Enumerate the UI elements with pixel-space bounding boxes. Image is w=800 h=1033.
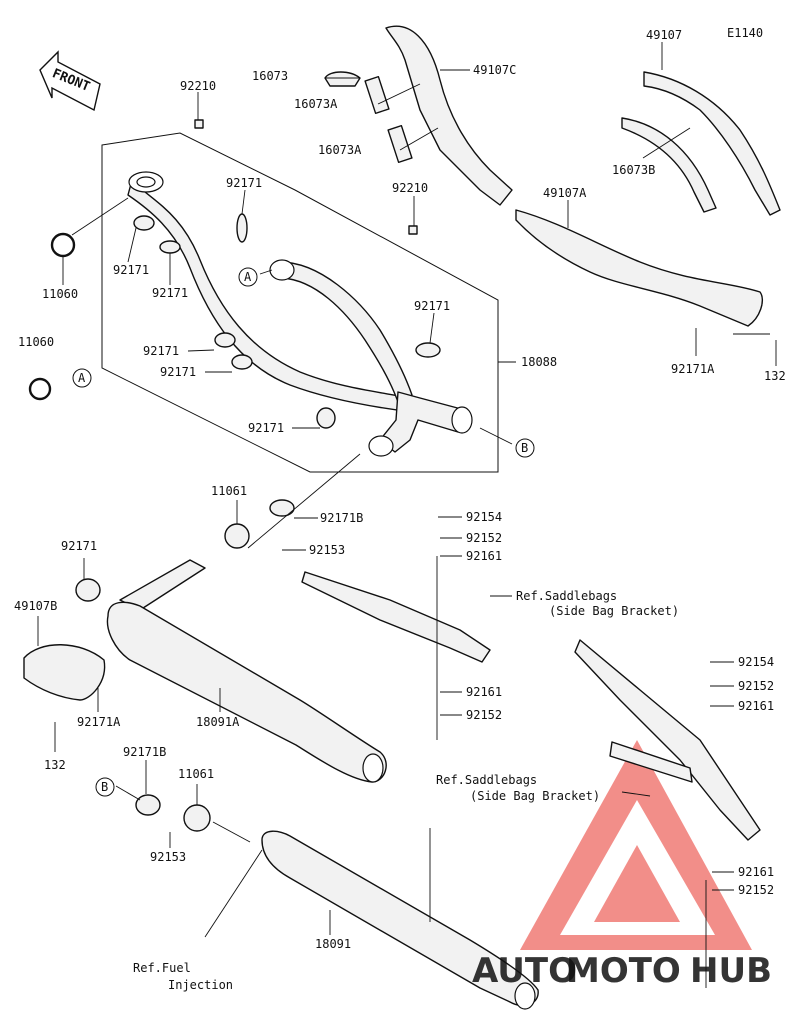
heat-shield-49107 <box>643 71 781 216</box>
connector-11061-a <box>224 523 250 549</box>
part-label-49107: 49107 <box>646 28 682 42</box>
shield-band-16073A-1 <box>364 75 390 115</box>
part-label-16073A-1: 16073A <box>294 97 338 111</box>
clamp-92171-8 <box>75 578 101 602</box>
side-bag-bracket-2 <box>574 639 761 841</box>
part-label-11060b: 11060 <box>18 335 54 349</box>
end-cap-49107B <box>23 644 106 701</box>
part-label-92171A-1: 92171A <box>671 362 715 376</box>
part-label-92152c: 92152 <box>738 679 774 693</box>
ref-saddlebags-1-line2: (Side Bag Bracket) <box>549 604 679 618</box>
side-bag-bracket-2-arm <box>609 741 693 783</box>
shield-spacer-16073 <box>324 71 361 87</box>
part-label-92171-6: 92171 <box>248 421 284 435</box>
figure-code: E1140 <box>727 26 763 40</box>
part-label-92171B-1: 92171B <box>320 511 363 525</box>
part-label-92153b: 92153 <box>150 850 186 864</box>
shield-band-16073A-2 <box>387 124 413 164</box>
part-label-132-2: 132 <box>44 758 66 772</box>
side-bag-bracket-1 <box>301 571 491 663</box>
muffler-18091 <box>261 830 539 1010</box>
ref-saddlebags-2-line2: (Side Bag Bracket) <box>470 789 600 803</box>
callout-b-lower: B <box>95 777 115 797</box>
heat-shield-49107A <box>515 209 764 327</box>
ref-saddlebags-1-line1: Ref.Saddlebags <box>516 589 617 603</box>
part-label-92161d: 92161 <box>738 865 774 879</box>
part-label-92161c: 92161 <box>738 699 774 713</box>
watermark-triangle-core <box>594 845 680 922</box>
nut-92210-a <box>194 119 204 129</box>
part-label-92171-3: 92171 <box>226 176 262 190</box>
clamp-92171-1 <box>133 215 155 231</box>
gasket-11060-b <box>28 377 52 401</box>
connector-11061-b <box>183 804 211 832</box>
callout-b-upper: B <box>515 438 535 458</box>
clamp-92171B-b <box>135 794 161 816</box>
group-frame-18088 <box>101 132 499 473</box>
part-label-49107B: 49107B <box>14 599 57 613</box>
watermark-text-hub: HUB <box>690 951 772 991</box>
part-label-18091: 18091 <box>315 937 351 951</box>
part-label-49107C: 49107C <box>473 63 516 77</box>
callout-a-upper: A <box>238 267 258 287</box>
watermark-text-moto: MOTO <box>566 951 681 991</box>
part-label-11060a: 11060 <box>42 287 78 301</box>
part-label-92171-8: 92171 <box>61 539 97 553</box>
gasket-11060-a <box>50 232 76 258</box>
part-label-92161b: 92161 <box>466 685 502 699</box>
callout-b-upper-label: B <box>521 441 528 455</box>
clamp-92171-4 <box>214 332 236 348</box>
clamp-92171-2 <box>159 240 181 254</box>
part-label-11061a: 11061 <box>211 484 247 498</box>
part-label-92152b: 92152 <box>466 708 502 722</box>
part-label-92171-2: 92171 <box>152 286 188 300</box>
leader-lines <box>37 42 777 988</box>
part-label-92152a: 92152 <box>466 531 502 545</box>
clamp-92171-7 <box>415 342 441 358</box>
shield-band-16073B <box>621 117 717 213</box>
part-label-92161a: 92161 <box>466 549 502 563</box>
part-label-11061b: 11061 <box>178 767 214 781</box>
part-label-92171B-2: 92171B <box>123 745 166 759</box>
watermark-text-auto: AUTO <box>472 951 577 991</box>
heat-shield-49107C <box>385 25 513 206</box>
part-label-92154b: 92154 <box>738 655 774 669</box>
part-label-18088: 18088 <box>521 355 557 369</box>
ref-fuel-line2: Injection <box>168 978 233 992</box>
part-label-92210a: 92210 <box>180 79 216 93</box>
part-label-132-1: 132 <box>764 369 786 383</box>
part-label-49107A: 49107A <box>543 186 587 200</box>
nut-92210-b <box>408 225 418 235</box>
ref-saddlebags-2-line1: Ref.Saddlebags <box>436 773 537 787</box>
callout-a-lower-label: A <box>78 371 86 385</box>
front-arrow-shape <box>39 50 101 112</box>
part-label-16073: 16073 <box>252 69 288 83</box>
part-label-92171-1: 92171 <box>113 263 149 277</box>
part-label-16073B: 16073B <box>612 163 655 177</box>
callout-a-upper-label: A <box>244 270 252 284</box>
clamp-92171-3 <box>236 213 248 243</box>
part-label-92171-4: 92171 <box>143 344 179 358</box>
part-label-92171-7: 92171 <box>414 299 450 313</box>
clamp-92171B-a <box>269 499 295 517</box>
part-label-92171-5: 92171 <box>160 365 196 379</box>
muffler-18091A <box>106 559 387 783</box>
watermark-logo <box>520 740 752 950</box>
part-label-92152d: 92152 <box>738 883 774 897</box>
part-label-92154a: 92154 <box>466 510 502 524</box>
clamp-92171-6 <box>316 407 336 429</box>
clamp-92171-5 <box>231 354 253 370</box>
callout-b-lower-label: B <box>101 780 108 794</box>
front-arrow: FRONT <box>39 50 101 112</box>
part-label-18091A: 18091A <box>196 715 240 729</box>
rear-header-pipe <box>269 259 473 457</box>
callout-a-lower: A <box>72 368 92 388</box>
part-label-16073A-2: 16073A <box>318 143 362 157</box>
part-label-92171A-2: 92171A <box>77 715 121 729</box>
part-label-92210b: 92210 <box>392 181 428 195</box>
ref-fuel-line1: Ref.Fuel <box>133 961 191 975</box>
part-label-92153a: 92153 <box>309 543 345 557</box>
